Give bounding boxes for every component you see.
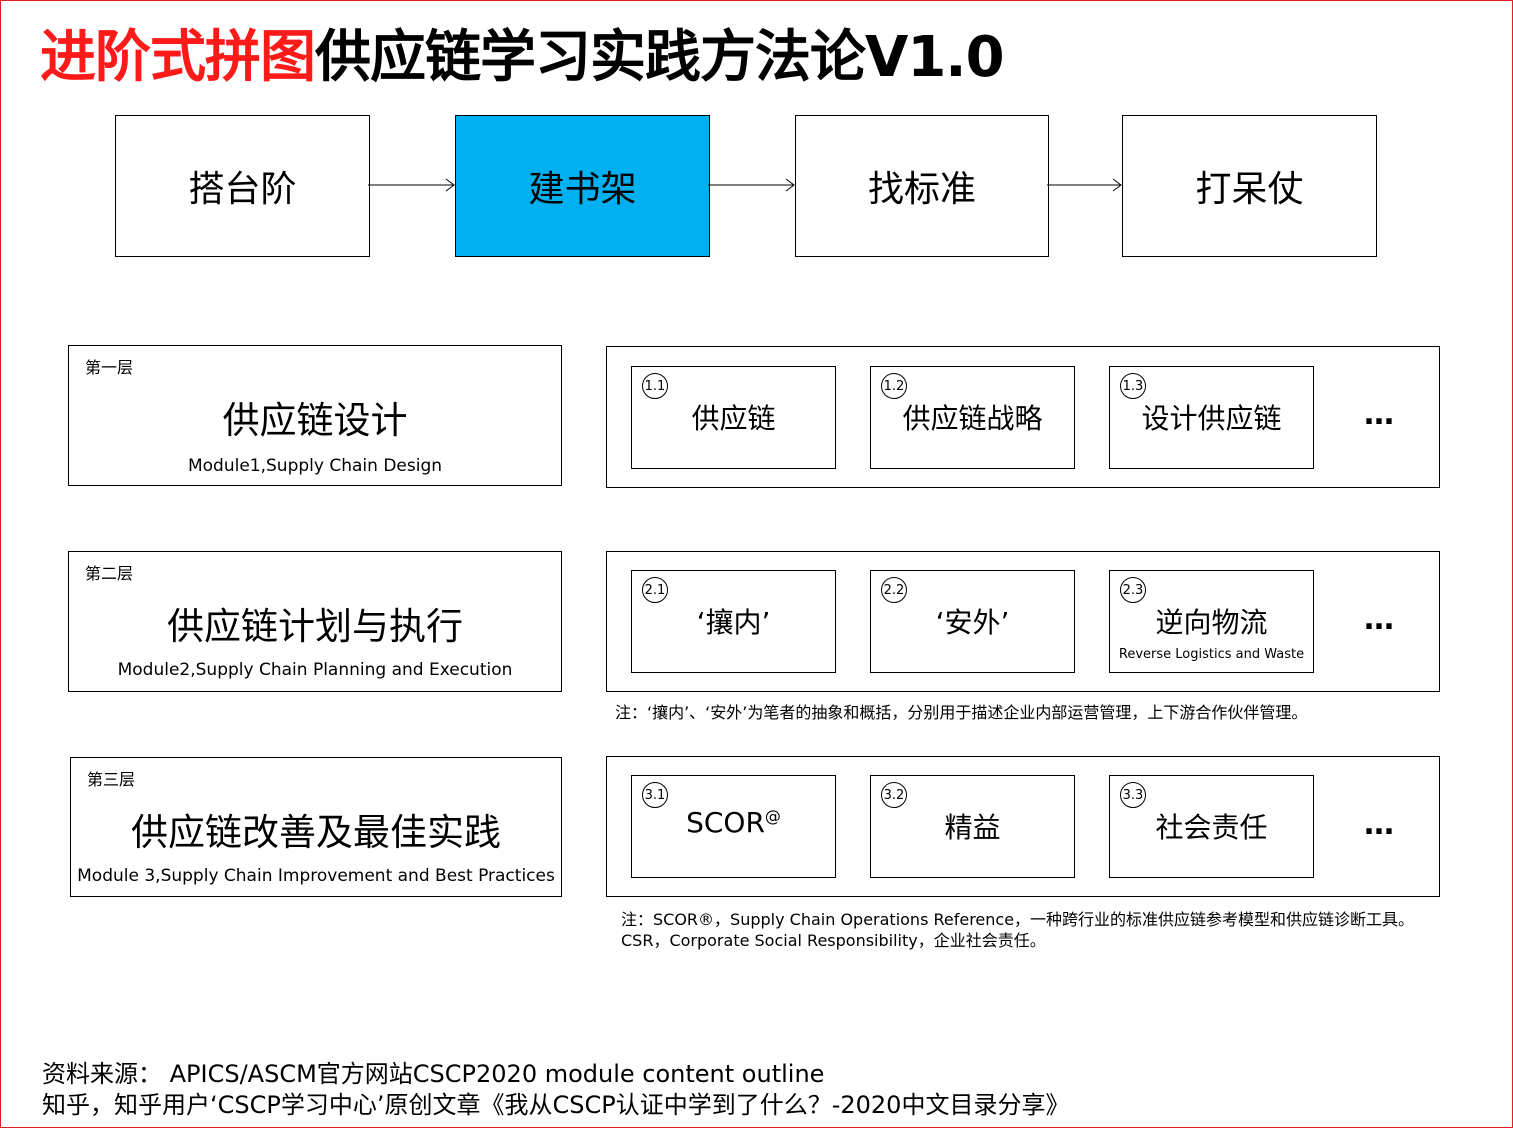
topic-card-3-2: 3.2 精益 <box>870 775 1075 878</box>
layer-title: 供应链设计 <box>222 399 408 442</box>
topic-number: 1.3 <box>1120 373 1146 399</box>
more-ellipsis: … <box>1364 807 1396 842</box>
layer-panel-3: 3.1 SCOR@ 3.2 精益 3.3 社会责任 … <box>606 756 1440 897</box>
topic-number: 1.2 <box>881 373 907 399</box>
flow-step-2: 建书架 <box>455 115 710 257</box>
title-highlight: 进阶式拼图 <box>40 25 316 90</box>
layer-box-1: 第一层 供应链设计 Module1,Supply Chain Design <box>68 345 562 486</box>
layer-module: Module2,Supply Chain Planning and Execut… <box>117 660 513 680</box>
arrow-right-icon <box>368 178 455 192</box>
more-ellipsis: … <box>1364 602 1396 637</box>
source-line-1: 资料来源： APICS/ASCM官方网站CSCP2020 module cont… <box>42 1060 825 1088</box>
topic-caption: Reverse Logistics and Waste <box>1118 647 1305 662</box>
layer-box-3: 第三层 供应链改善及最佳实践 Module 3,Supply Chain Imp… <box>70 757 562 897</box>
source-line-2: 知乎，知乎用户‘CSCP学习中心’原创文章《我从CSCP认证中学到了什么？-20… <box>42 1091 1070 1119</box>
topic-label: 供应链 <box>691 402 776 435</box>
layer-title: 供应链计划与执行 <box>167 605 463 648</box>
note-layer-3-line-2: CSR，Corporate Social Responsibility，企业社会… <box>621 931 1046 950</box>
topic-number: 2.2 <box>881 577 907 603</box>
topic-label: ‘攘内’ <box>696 606 771 639</box>
topic-number: 2.3 <box>1120 577 1146 603</box>
topic-label-text: SCOR <box>686 806 765 839</box>
topic-number: 3.2 <box>881 782 907 808</box>
topic-label: 逆向物流 <box>1155 606 1268 639</box>
topic-number: 3.1 <box>642 782 668 808</box>
arrow-right-icon <box>1047 178 1122 192</box>
topic-card-1-2: 1.2 供应链战略 <box>870 366 1075 469</box>
topic-number: 1.1 <box>642 373 668 399</box>
topic-label-sup: @ <box>764 806 781 826</box>
layer-panel-2: 2.1 ‘攘内’ 2.2 ‘安外’ 2.3 逆向物流 Reverse Logis… <box>606 551 1440 692</box>
topic-number: 2.1 <box>642 577 668 603</box>
topic-card-1-1: 1.1 供应链 <box>631 366 836 469</box>
topic-card-2-1: 2.1 ‘攘内’ <box>631 570 836 673</box>
topic-card-2-3: 2.3 逆向物流 Reverse Logistics and Waste <box>1109 570 1314 673</box>
page-title: 进阶式拼图供应链学习实践方法论V1.0 <box>40 22 1005 94</box>
topic-card-1-3: 1.3 设计供应链 <box>1109 366 1314 469</box>
topic-card-2-2: 2.2 ‘安外’ <box>870 570 1075 673</box>
layer-tag: 第三层 <box>87 770 136 789</box>
topic-label: 精益 <box>944 811 1001 844</box>
topic-label: 社会责任 <box>1155 811 1268 844</box>
topic-label: 设计供应链 <box>1141 402 1282 435</box>
topic-card-3-3: 3.3 社会责任 <box>1109 775 1314 878</box>
flow-step-4: 打呆仗 <box>1122 115 1377 257</box>
layer-title: 供应链改善及最佳实践 <box>131 811 501 854</box>
topic-number: 3.3 <box>1120 782 1146 808</box>
note-layer-2: 注：‘攘内’、‘安外’为笔者的抽象和概括，分别用于描述企业内部运营管理，上下游合… <box>615 703 1308 722</box>
layer-module: Module1,Supply Chain Design <box>187 456 443 476</box>
layer-panel-1: 1.1 供应链 1.2 供应链战略 1.3 设计供应链 … <box>606 346 1440 488</box>
arrow-right-icon <box>708 178 795 192</box>
note-layer-3-line-1: 注：SCOR®，Supply Chain Operations Referenc… <box>621 910 1415 929</box>
more-ellipsis: … <box>1364 397 1396 432</box>
layer-module: Module 3,Supply Chain Improvement and Be… <box>77 866 555 886</box>
topic-label: SCOR@ <box>632 806 835 839</box>
flow-step-1: 搭台阶 <box>115 115 370 257</box>
layer-tag: 第一层 <box>85 358 134 377</box>
topic-card-3-1: 3.1 SCOR@ <box>631 775 836 878</box>
title-main: 供应链学习实践方法论V1.0 <box>315 25 1005 90</box>
flow-step-3: 找标准 <box>795 115 1049 257</box>
topic-label: 供应链战略 <box>902 402 1043 435</box>
topic-label: ‘安外’ <box>935 606 1010 639</box>
layer-box-2: 第二层 供应链计划与执行 Module2,Supply Chain Planni… <box>68 551 562 692</box>
layer-tag: 第二层 <box>85 564 134 583</box>
